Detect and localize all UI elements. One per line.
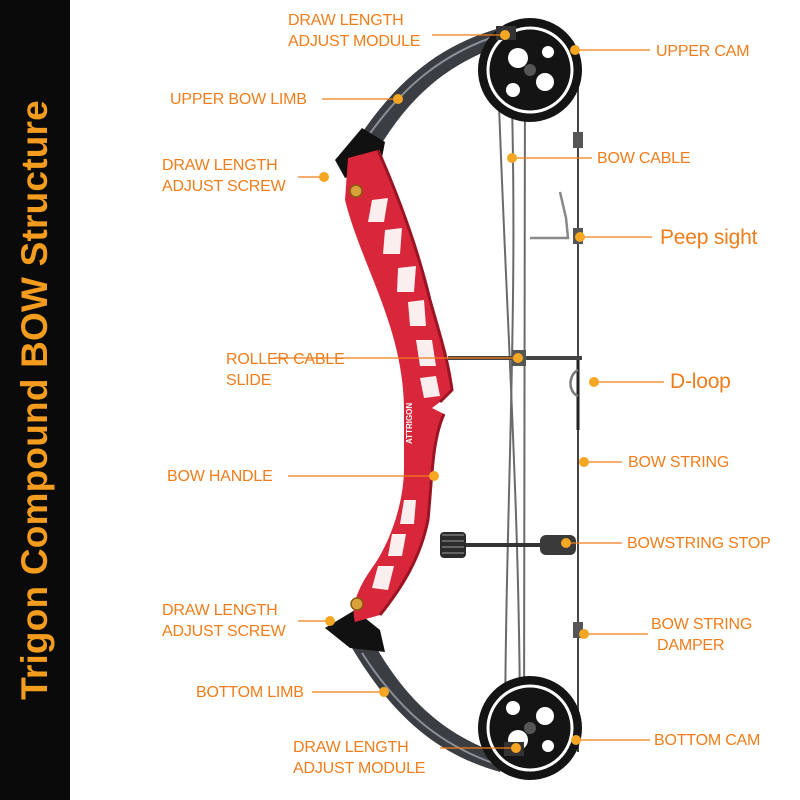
bottom-limb [352,640,506,772]
dot-peep-sight [575,232,585,242]
bottom-limb-pocket [325,610,385,652]
adjust-screw-bottom [350,597,364,611]
dot-draw-length-screw-bottom [325,616,335,626]
label-bow-cable: BOW CABLE [597,150,691,167]
dot-bottom-cam [571,735,581,745]
peep-sight-part [530,191,583,244]
dot-roller-cable-slide [513,353,523,363]
dot-bow-string-damper [579,629,589,639]
label-bottom-cam: BOTTOM CAM [654,732,761,749]
bow-cables [496,39,526,756]
label-bow-string: BOW STRING [628,454,730,471]
string-silencer-top [573,132,583,148]
dot-draw-length-screw-top [319,172,329,182]
dot-upper-bow-limb [393,94,403,104]
dot-d-loop [589,377,599,387]
dot-bow-string [579,457,589,467]
dot-draw-length-module-top [500,30,510,40]
dot-bow-handle [429,471,439,481]
dot-upper-cam [570,45,580,55]
label-draw-length-screw-top: DRAW LENGTH ADJUST SCREW [162,157,286,195]
label-bow-handle: BOW HANDLE [167,468,273,485]
label-bowstring-stop: BOWSTRING STOP [627,535,771,552]
label-bottom-limb: BOTTOM LIMB [196,684,304,701]
label-draw-length-screw-bottom: DRAW LENGTH ADJUST SCREW [162,602,286,640]
dot-bottom-limb [379,687,389,697]
riser-cutouts [368,198,440,590]
riser-shadow [376,149,454,404]
dot-draw-length-module-bottom [511,743,521,753]
label-upper-cam: UPPER CAM [656,43,750,60]
riser [345,150,452,622]
upper-bow-limb [352,28,506,160]
riser-logo: ATTRIGON [405,403,414,444]
callout-dots [319,30,599,753]
dot-bowstring-stop [561,538,571,548]
dot-bow-cable [507,153,517,163]
label-draw-length-module-bottom: DRAW LENGTH ADJUST MODULE [293,739,426,777]
label-draw-length-module-top: DRAW LENGTH ADJUST MODULE [288,12,421,50]
label-bow-string-damper: BOW STRING DAMPER [651,616,753,654]
adjust-screw-top [349,184,363,198]
upper-limb-highlight [361,33,503,146]
riser-grip-shadow [378,413,446,616]
d-loop-part [569,368,579,398]
label-upper-bow-limb: UPPER BOW LIMB [170,91,307,108]
string-silencer-bottom [573,622,583,638]
label-peep-sight: Peep sight [660,226,758,249]
side-banner: Trigon Compound BOW Structure [0,0,70,800]
bottom-cam-part [478,676,582,780]
label-roller-cable-slide: ROLLER CABLE SLIDE [226,351,345,389]
upper-cam-part [478,18,582,122]
leader-lines [274,34,664,749]
label-d-loop: D-loop [670,370,731,393]
bottom-limb-highlight [361,652,503,767]
